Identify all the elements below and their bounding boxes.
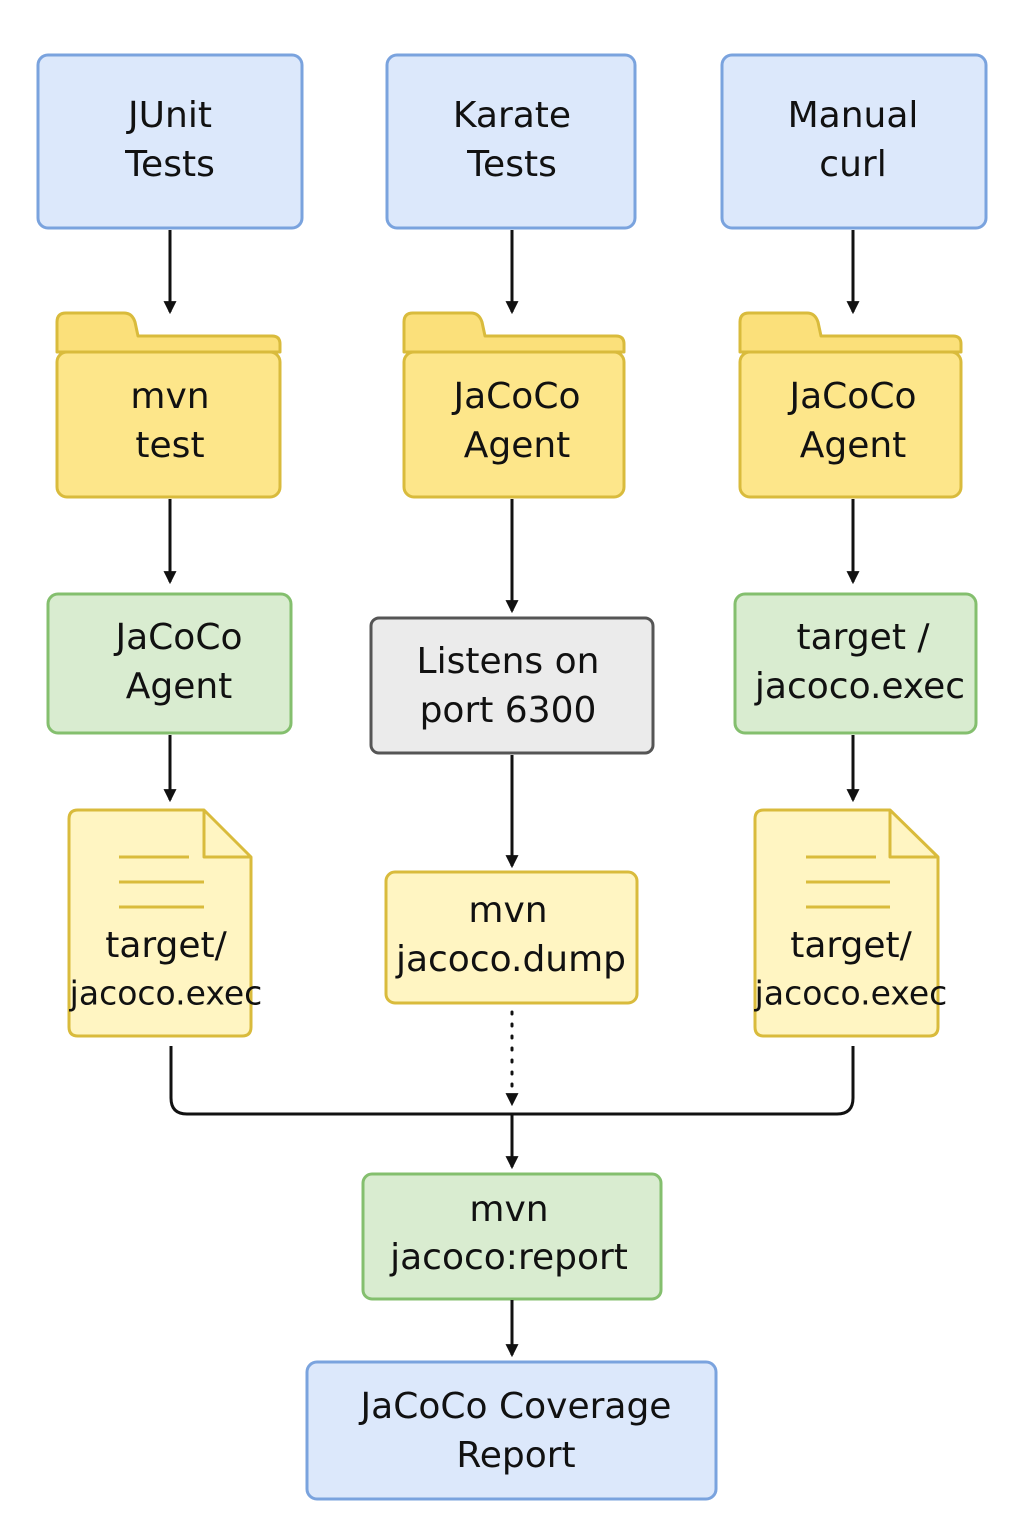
junit-tests-node: JUnit Tests [36, 53, 304, 230]
arrows [163, 230, 860, 1358]
mvn-test-line2: test [135, 425, 204, 466]
manual-curl-line1: Manual [788, 95, 919, 136]
junit-exec-line2: jacoco.exec [69, 974, 263, 1013]
mvn-test-line1: mvn [130, 376, 209, 417]
listens-line2: port 6300 [420, 690, 597, 731]
listens-port-node: Listens on port 6300 [369, 616, 655, 755]
junit-exec-file: target/ jacoco.exec [67, 808, 263, 1038]
manual-exec-line1: target / [796, 617, 930, 658]
junit-tests-line1: JUnit [126, 95, 212, 136]
junit-jacoco-agent-node: JaCoCo Agent [46, 592, 293, 735]
junit-agent-line2: Agent [126, 666, 233, 707]
karate-agent-line1: JaCoCo [451, 376, 580, 417]
junit-agent-line1: JaCoCo [113, 617, 242, 658]
manual-curl-node: Manual curl [720, 53, 988, 230]
manual-exec-file-line1: target/ [790, 925, 912, 966]
merge-connector [169, 1046, 855, 1116]
mvn-jacoco-report-node: mvn jacoco:report [361, 1172, 663, 1301]
junit-tests-line2: Tests [124, 144, 215, 185]
karate-agent-line2: Agent [464, 425, 571, 466]
karate-tests-line2: Tests [466, 144, 557, 185]
manual-exec-file-line2: jacoco.exec [754, 974, 948, 1013]
manual-exec-node: target / jacoco.exec [733, 592, 978, 735]
dump-line2: jacoco.dump [395, 939, 626, 980]
manual-exec-file: target/ jacoco.exec [753, 808, 948, 1038]
manual-agent-line2: Agent [800, 425, 907, 466]
final-report-line2: Report [456, 1435, 575, 1476]
mvn-test-folder: mvn test [55, 311, 282, 499]
manual-curl-line2: curl [819, 144, 886, 185]
junit-exec-line1: target/ [105, 925, 227, 966]
mvn-jacoco-dump-node: mvn jacoco.dump [384, 870, 639, 1005]
listens-line1: Listens on [417, 641, 600, 682]
jacoco-coverage-report-node: JaCoCo Coverage Report [305, 1360, 718, 1501]
report-cmd-line2: jacoco:report [389, 1237, 628, 1278]
karate-tests-node: Karate Tests [385, 53, 637, 230]
report-cmd-line1: mvn [469, 1189, 548, 1230]
karate-tests-line1: Karate [453, 95, 571, 136]
manual-jacoco-agent-folder: JaCoCo Agent [738, 311, 963, 499]
manual-exec-line2: jacoco.exec [754, 666, 965, 707]
manual-agent-line1: JaCoCo [787, 376, 916, 417]
karate-jacoco-agent-folder: JaCoCo Agent [402, 311, 626, 499]
dump-line1: mvn [468, 890, 547, 931]
final-report-line1: JaCoCo Coverage [359, 1386, 672, 1427]
